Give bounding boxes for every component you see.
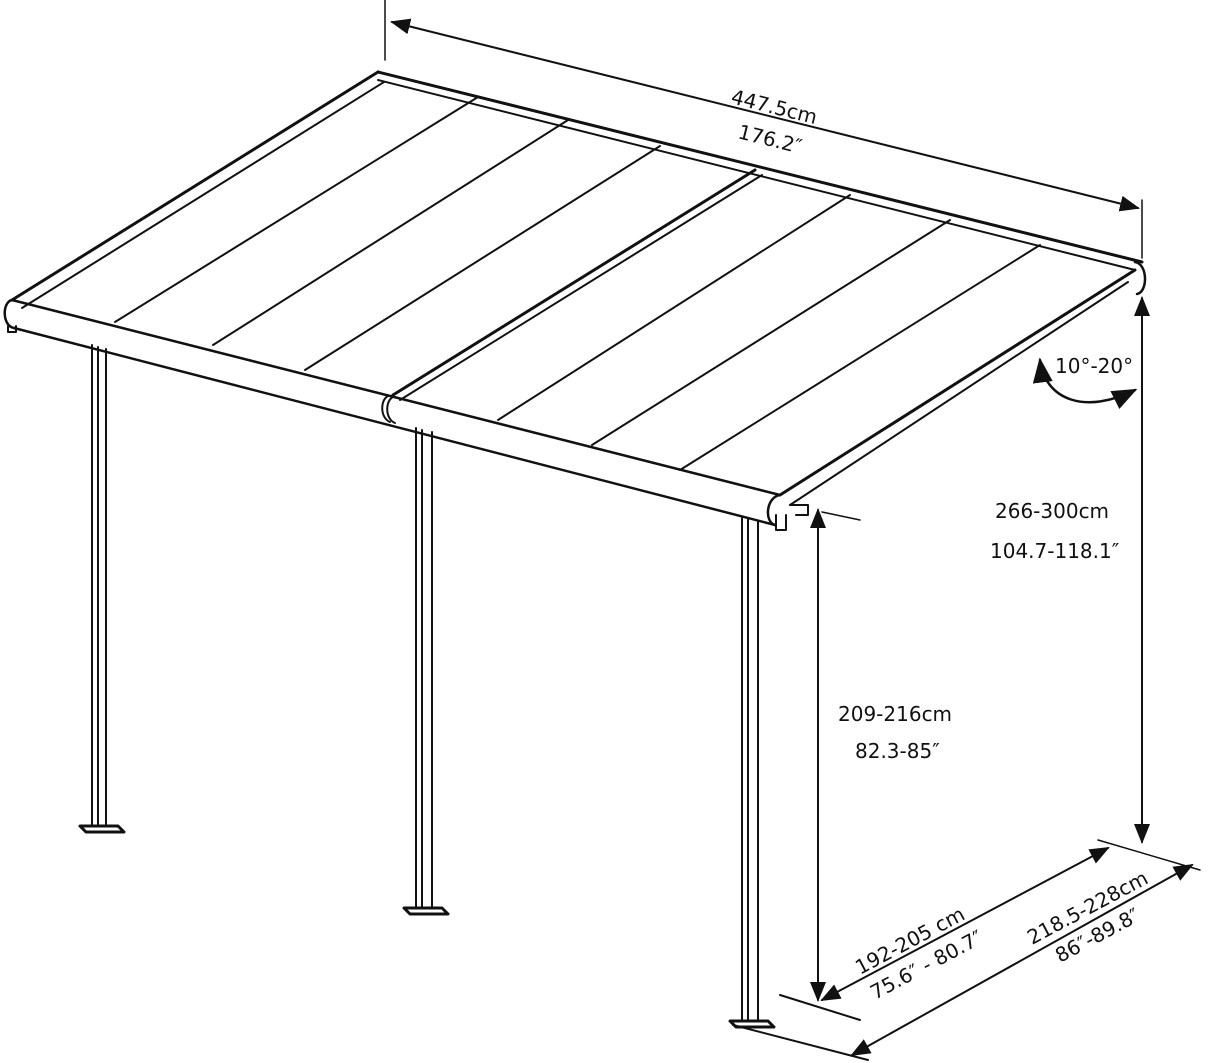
wall-height-imperial-label: 104.7-118.1″ <box>990 539 1119 563</box>
dimension-lines <box>384 0 1201 1061</box>
wall-height-metric-label: 266-300cm <box>995 499 1109 523</box>
post-right <box>728 516 776 1029</box>
dimension-labels: 447.5cm 176.2″ 10°-20° 266-300cm 104.7-1… <box>729 85 1152 1005</box>
post-middle <box>402 427 450 916</box>
front-height-imperial-label: 82.3-85″ <box>855 739 940 763</box>
post-left <box>78 344 126 834</box>
roof-frame <box>3 70 1147 531</box>
roof-panel-bars <box>114 96 1041 471</box>
roof-angle-label: 10°-20° <box>1055 354 1133 378</box>
front-height-metric-label: 209-216cm <box>838 702 952 726</box>
width-imperial-label: 176.2″ <box>736 120 805 159</box>
posts <box>78 344 776 1029</box>
